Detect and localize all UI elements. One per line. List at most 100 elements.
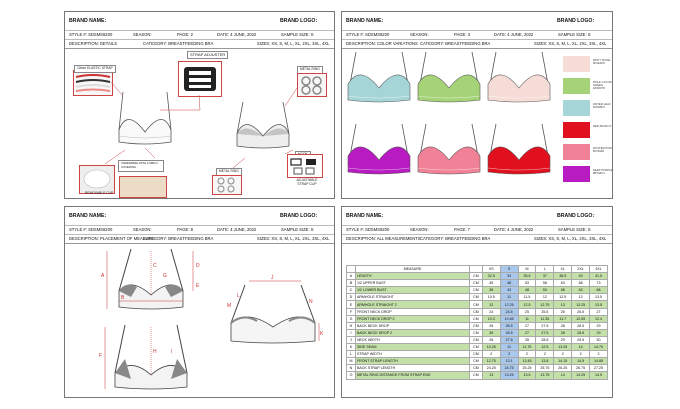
color-swatch xyxy=(563,100,590,116)
measure-letter-a: A xyxy=(101,273,105,279)
table-cell: 25.75 xyxy=(535,364,555,373)
color-swatch-label: DEEP PURPLE #B71BC1 xyxy=(593,168,613,176)
table-cell: 2 xyxy=(589,350,608,359)
measure-letter-b: B xyxy=(121,295,125,301)
column-header: L xyxy=(535,264,555,274)
table-cell: 26 xyxy=(553,307,573,316)
page-number: PAGE: 7 xyxy=(454,227,470,232)
table-cell: 13.5 xyxy=(589,293,608,302)
table-cell: C xyxy=(346,286,356,295)
measure-letter-k: K xyxy=(320,331,324,337)
description-label: DESCRIPTION: COLOR VARIATIONS xyxy=(346,41,418,46)
table-cell: 58 xyxy=(535,279,555,288)
season-label: SEASON: xyxy=(410,32,429,37)
table-cell: 27.5 xyxy=(499,335,519,345)
date-label: DATE: 4 JUNE, 2022 xyxy=(217,32,257,37)
table-cell: 48 xyxy=(499,279,519,288)
table-cell: 28 xyxy=(553,321,573,330)
measure-letter-f: F xyxy=(99,353,102,359)
brand-name-label: BRAND NAME: xyxy=(69,18,107,24)
color-bra-grid xyxy=(347,51,551,175)
table-cell: FRONT STRAP LENGTH xyxy=(354,357,471,366)
measure-placement-body: A D E C G B F H I J K L xyxy=(65,243,334,397)
table-cell: BACK STRAP LENGTH xyxy=(354,364,471,373)
colorway-bra-3 xyxy=(487,123,551,175)
table-cell: 27 xyxy=(517,321,537,330)
table-cell: 24.5 xyxy=(499,307,519,316)
metal-ring-top-photo xyxy=(297,73,327,97)
table-cell: 26 xyxy=(481,335,501,345)
table-cell: CM xyxy=(469,328,483,337)
table-cell: CM xyxy=(469,314,483,323)
table-cell: CM xyxy=(469,321,483,330)
table-cell: 34 xyxy=(499,272,519,281)
table-cell: 24.25 xyxy=(481,364,501,373)
table-cell: 40 xyxy=(571,272,591,281)
color-swatch-label: ROSTER PINK #F08196 xyxy=(593,146,612,154)
table-cell: 26.5 xyxy=(571,307,591,316)
table-cell: 26 xyxy=(481,321,501,330)
colorway-bra-4 xyxy=(417,123,481,175)
metal-ring-bottom-photo xyxy=(212,175,242,195)
brand-logo-label: BRAND LOGO: xyxy=(280,18,318,24)
color-swatch-label: WATER LEAF #A6D5D7 xyxy=(593,102,611,110)
removable-cup-photo xyxy=(79,165,115,194)
table-cell: E xyxy=(346,300,356,309)
table-cell: 68 xyxy=(571,279,591,288)
strap-adjuster-label: STRAP ADJUSTER xyxy=(187,51,229,59)
sizes-label: SIZES: XS, S, M, L, XL, 2XL, 3XL, 4XL xyxy=(257,41,330,46)
table-cell: 12.05 xyxy=(571,314,591,323)
table-cell: 32.5 xyxy=(481,272,501,281)
table-cell: L xyxy=(346,350,356,359)
table-cell: 2 xyxy=(571,350,591,359)
table-cell: 2 xyxy=(481,350,501,359)
color-swatch xyxy=(563,78,590,94)
bra-measure-back-illustration: F H I xyxy=(99,324,188,390)
table-cell: 11 xyxy=(499,293,519,302)
table-cell: 14.5 xyxy=(571,357,591,366)
table-cell: ARMHOLE STRAIGHT xyxy=(354,293,471,302)
colorway-bra-2 xyxy=(347,51,411,103)
table-cell: STRAP WIDTH xyxy=(354,350,471,359)
table-cell: 2 xyxy=(553,350,573,359)
elastic-strap-swatch xyxy=(73,70,113,96)
table-cell: 14.15 xyxy=(553,357,573,366)
table-cell: 14.25 xyxy=(571,371,591,380)
strap-adjuster-photo xyxy=(178,61,222,97)
brand-name-label: BRAND NAME: xyxy=(346,213,384,219)
date-label: DATE: 4 JUNE, 2022 xyxy=(217,227,257,232)
colorway-bra-0 xyxy=(487,51,551,103)
color-swatch xyxy=(563,56,590,72)
table-cell: 27.5 xyxy=(535,321,555,330)
page-number: PAGE: 2 xyxy=(177,32,193,37)
column-header: XS xyxy=(481,264,501,274)
table-cell: 11.75 xyxy=(517,343,537,352)
season-label: SEASON: xyxy=(133,227,152,232)
table-cell: 41.5 xyxy=(589,272,608,281)
color-swatch-label: MISTY ROSE #F0E1D9 xyxy=(593,58,611,66)
description-label: DESCRIPTION: DETAILS xyxy=(69,41,118,46)
underwire-photo xyxy=(119,176,167,198)
brand-name-label: BRAND NAME: xyxy=(346,18,384,24)
measure-letter-d: D xyxy=(196,263,200,269)
table-cell: 28 xyxy=(517,335,537,345)
table-cell: 12.4 xyxy=(589,314,608,323)
table-cell: 14 xyxy=(571,343,591,352)
table-cell: 2 xyxy=(499,350,519,359)
table-cell: 38 xyxy=(481,286,501,295)
table-cell: 24.75 xyxy=(499,364,519,373)
measure-letter-l: L xyxy=(237,293,240,299)
measure-letter-g: G xyxy=(163,273,167,279)
table-cell: BACK NECK DROP xyxy=(354,321,471,330)
table-cell: 11 xyxy=(499,343,519,352)
table-cell: FRONT NECK DROP 2 xyxy=(354,314,471,323)
table-cell: J xyxy=(346,335,356,345)
table-cell: 14.5 xyxy=(589,371,608,380)
tech-pack-page-details: BRAND NAME:BRAND LOGO: STYLE #: SDSMS820… xyxy=(64,11,335,199)
